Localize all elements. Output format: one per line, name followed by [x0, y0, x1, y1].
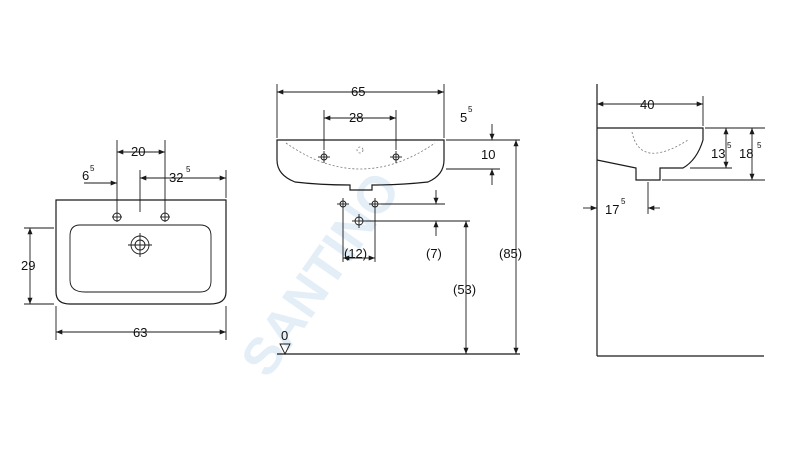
waste-fitting-left: [337, 198, 349, 210]
tap-hole-left: [112, 212, 122, 222]
basin-outline: [55, 199, 227, 305]
label-waste-height: (53): [453, 282, 476, 297]
bowl-outline: [69, 224, 212, 293]
label-width: 63: [133, 325, 147, 340]
label-right-offset-sup: 5: [186, 165, 191, 174]
label-bowl-depth: 13: [711, 146, 725, 161]
drain-hole: [128, 233, 152, 257]
label-rim-sup: 5: [468, 105, 473, 114]
label-front-width: 65: [351, 84, 365, 99]
side-bowl-hidden: [631, 131, 689, 154]
label-offset-sup: 5: [90, 164, 95, 173]
label-depth: 29: [21, 258, 35, 273]
watermark: SANTINO: [230, 162, 412, 387]
label-right-offset: 32: [169, 170, 183, 185]
side-basin-outline: [596, 127, 704, 181]
label-waste-spacing: (12): [344, 246, 367, 261]
front-view: 65 28 5 5 10 (12) (7) (53) (85) 0: [276, 84, 522, 356]
tap-hole-right: [160, 212, 170, 222]
side-view: 40 13 5 18 5 17 5: [583, 84, 765, 357]
front-overflow: [356, 146, 364, 154]
front-basin-outline: [276, 139, 445, 191]
label-side-depth: 40: [640, 97, 654, 112]
label-thickness: 10: [481, 147, 495, 162]
label-rim: 5: [460, 110, 467, 125]
label-overall-depth-sup: 5: [757, 141, 762, 150]
front-tap-right: [390, 151, 402, 163]
label-overall-depth: 18: [739, 146, 753, 161]
floor-marker: [279, 343, 291, 356]
front-bowl-hidden: [285, 142, 436, 170]
waste-fitting-right: [369, 198, 381, 210]
label-drain: 17: [605, 202, 619, 217]
label-bowl-depth-sup: 5: [727, 141, 732, 150]
label-waste-drop: (7): [426, 246, 442, 261]
label-front-taps: 28: [349, 110, 363, 125]
label-total-height: (85): [499, 246, 522, 261]
label-tap-spacing: 20: [131, 144, 145, 159]
waste-outlet: [352, 214, 366, 228]
label-drain-sup: 5: [621, 197, 626, 206]
top-view: 20 6 5 32 5 29 63: [21, 140, 227, 340]
label-floor: 0: [281, 328, 288, 343]
front-tap-left: [318, 151, 330, 163]
label-offset: 6: [82, 168, 89, 183]
